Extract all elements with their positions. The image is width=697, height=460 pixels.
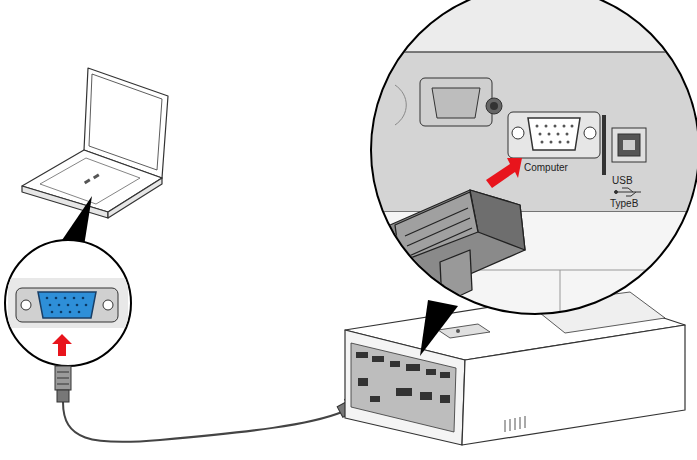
usb-symbol: [615, 188, 642, 196]
callout-pointer: [58, 196, 92, 246]
laptop-port-callout: [5, 240, 131, 366]
port-label: USB: [612, 175, 633, 186]
insert-arrow: [52, 334, 72, 356]
port-label: TypeB: [610, 198, 638, 209]
port-label: Computer: [524, 162, 568, 173]
laptop: [22, 68, 168, 218]
vga-cable: [55, 366, 392, 442]
projector: [345, 292, 685, 445]
projector-port-callout: [360, 0, 697, 322]
callout-pointer: [420, 300, 458, 356]
